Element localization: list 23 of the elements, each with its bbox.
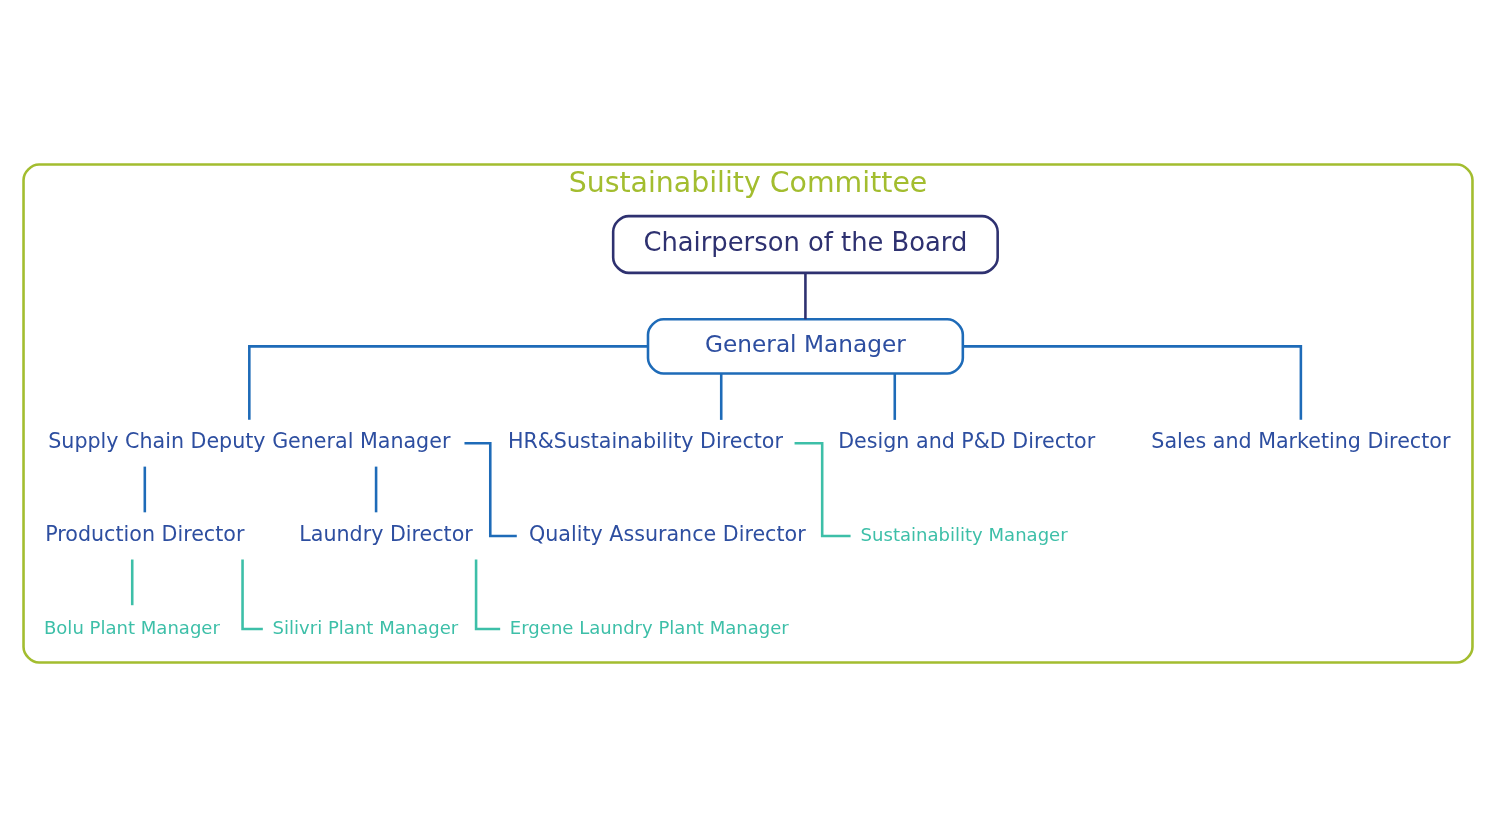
node-text: Production Director: [45, 521, 245, 546]
node-box: General Manager: [646, 317, 965, 375]
node-text: HR&Sustainability Director: [507, 428, 783, 453]
node-text: Bolu Plant Manager: [43, 616, 220, 638]
node-text: Design and P&D Director: [838, 428, 1096, 453]
node-box: Chairperson of the Board: [611, 214, 999, 274]
node-text: Supply Chain Deputy General Manager: [48, 428, 451, 453]
connector: [893, 373, 897, 420]
node-text: Ergene Laundry Plant Manager: [509, 616, 789, 638]
node-text: Sustainability Manager: [860, 523, 1068, 545]
connector: [794, 441, 851, 537]
connector: [374, 466, 378, 512]
node-text: Quality Assurance Director: [529, 521, 806, 546]
connector: [143, 466, 147, 512]
connector: [464, 441, 517, 537]
node-text: Laundry Director: [299, 521, 473, 546]
connector: [719, 373, 723, 420]
node-text: Silivri Plant Manager: [272, 616, 459, 638]
connector: [804, 272, 807, 319]
connector: [130, 559, 134, 605]
connector: [962, 344, 1303, 420]
connector: [248, 344, 648, 420]
node-text: Sales and Marketing Director: [1151, 428, 1451, 453]
